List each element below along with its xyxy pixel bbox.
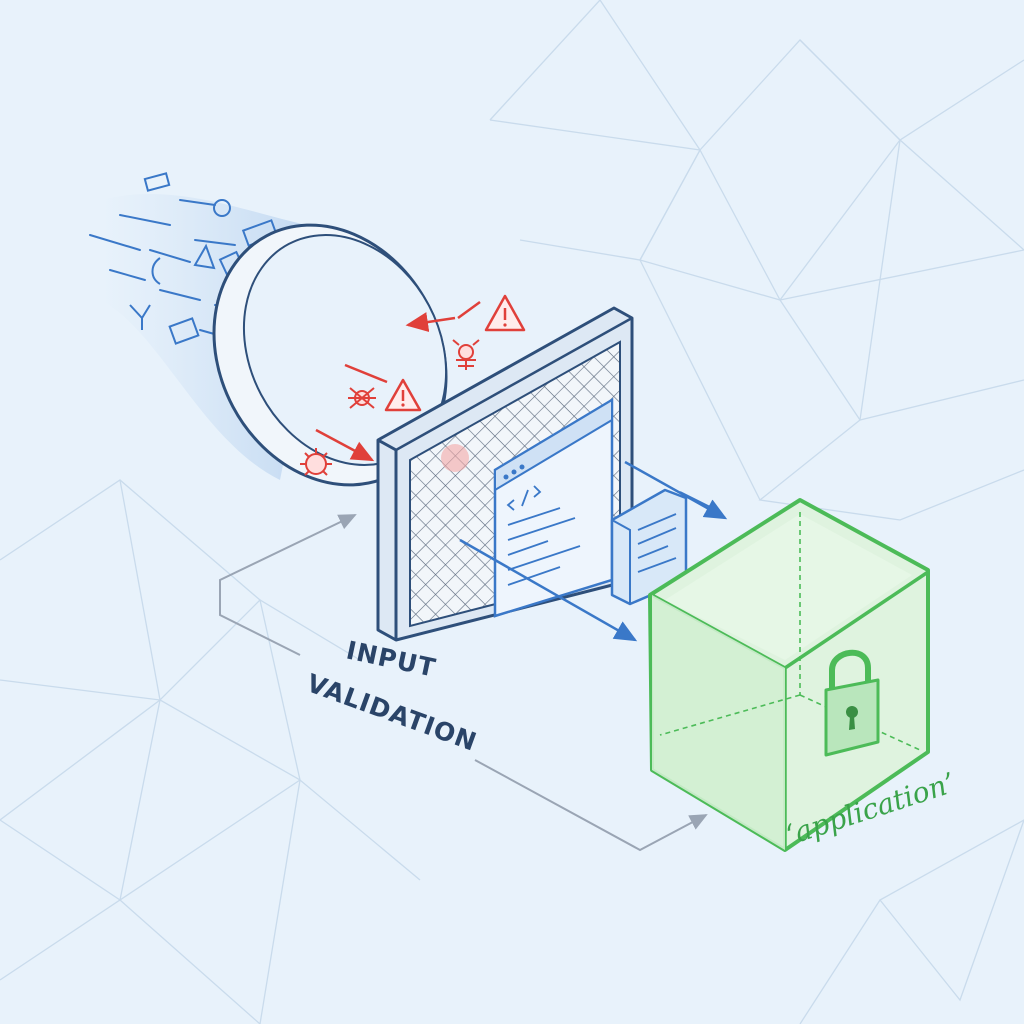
bug-icon bbox=[300, 448, 332, 476]
warning-icon bbox=[384, 378, 422, 412]
padlock-icon bbox=[824, 649, 880, 757]
warning-icon bbox=[484, 294, 526, 332]
filter-label: INPUT VALIDATION bbox=[303, 636, 481, 757]
data-card-icon bbox=[168, 317, 200, 345]
data-circle-icon bbox=[213, 199, 231, 217]
bug-icon bbox=[452, 339, 480, 370]
rejected-threats bbox=[300, 294, 526, 476]
code-window-icon bbox=[493, 397, 614, 618]
data-square-icon bbox=[143, 172, 171, 192]
flow-lines bbox=[219, 514, 708, 852]
data-stream bbox=[89, 172, 448, 487]
label-validation: VALIDATION bbox=[303, 668, 481, 756]
accepted-payloads bbox=[459, 397, 728, 642]
label-input: INPUT bbox=[344, 636, 439, 683]
data-triangle-icon bbox=[193, 243, 216, 270]
application-cube: ‘application’ bbox=[648, 498, 959, 852]
data-bracket-icon bbox=[151, 257, 161, 285]
bug-icon bbox=[348, 387, 376, 409]
